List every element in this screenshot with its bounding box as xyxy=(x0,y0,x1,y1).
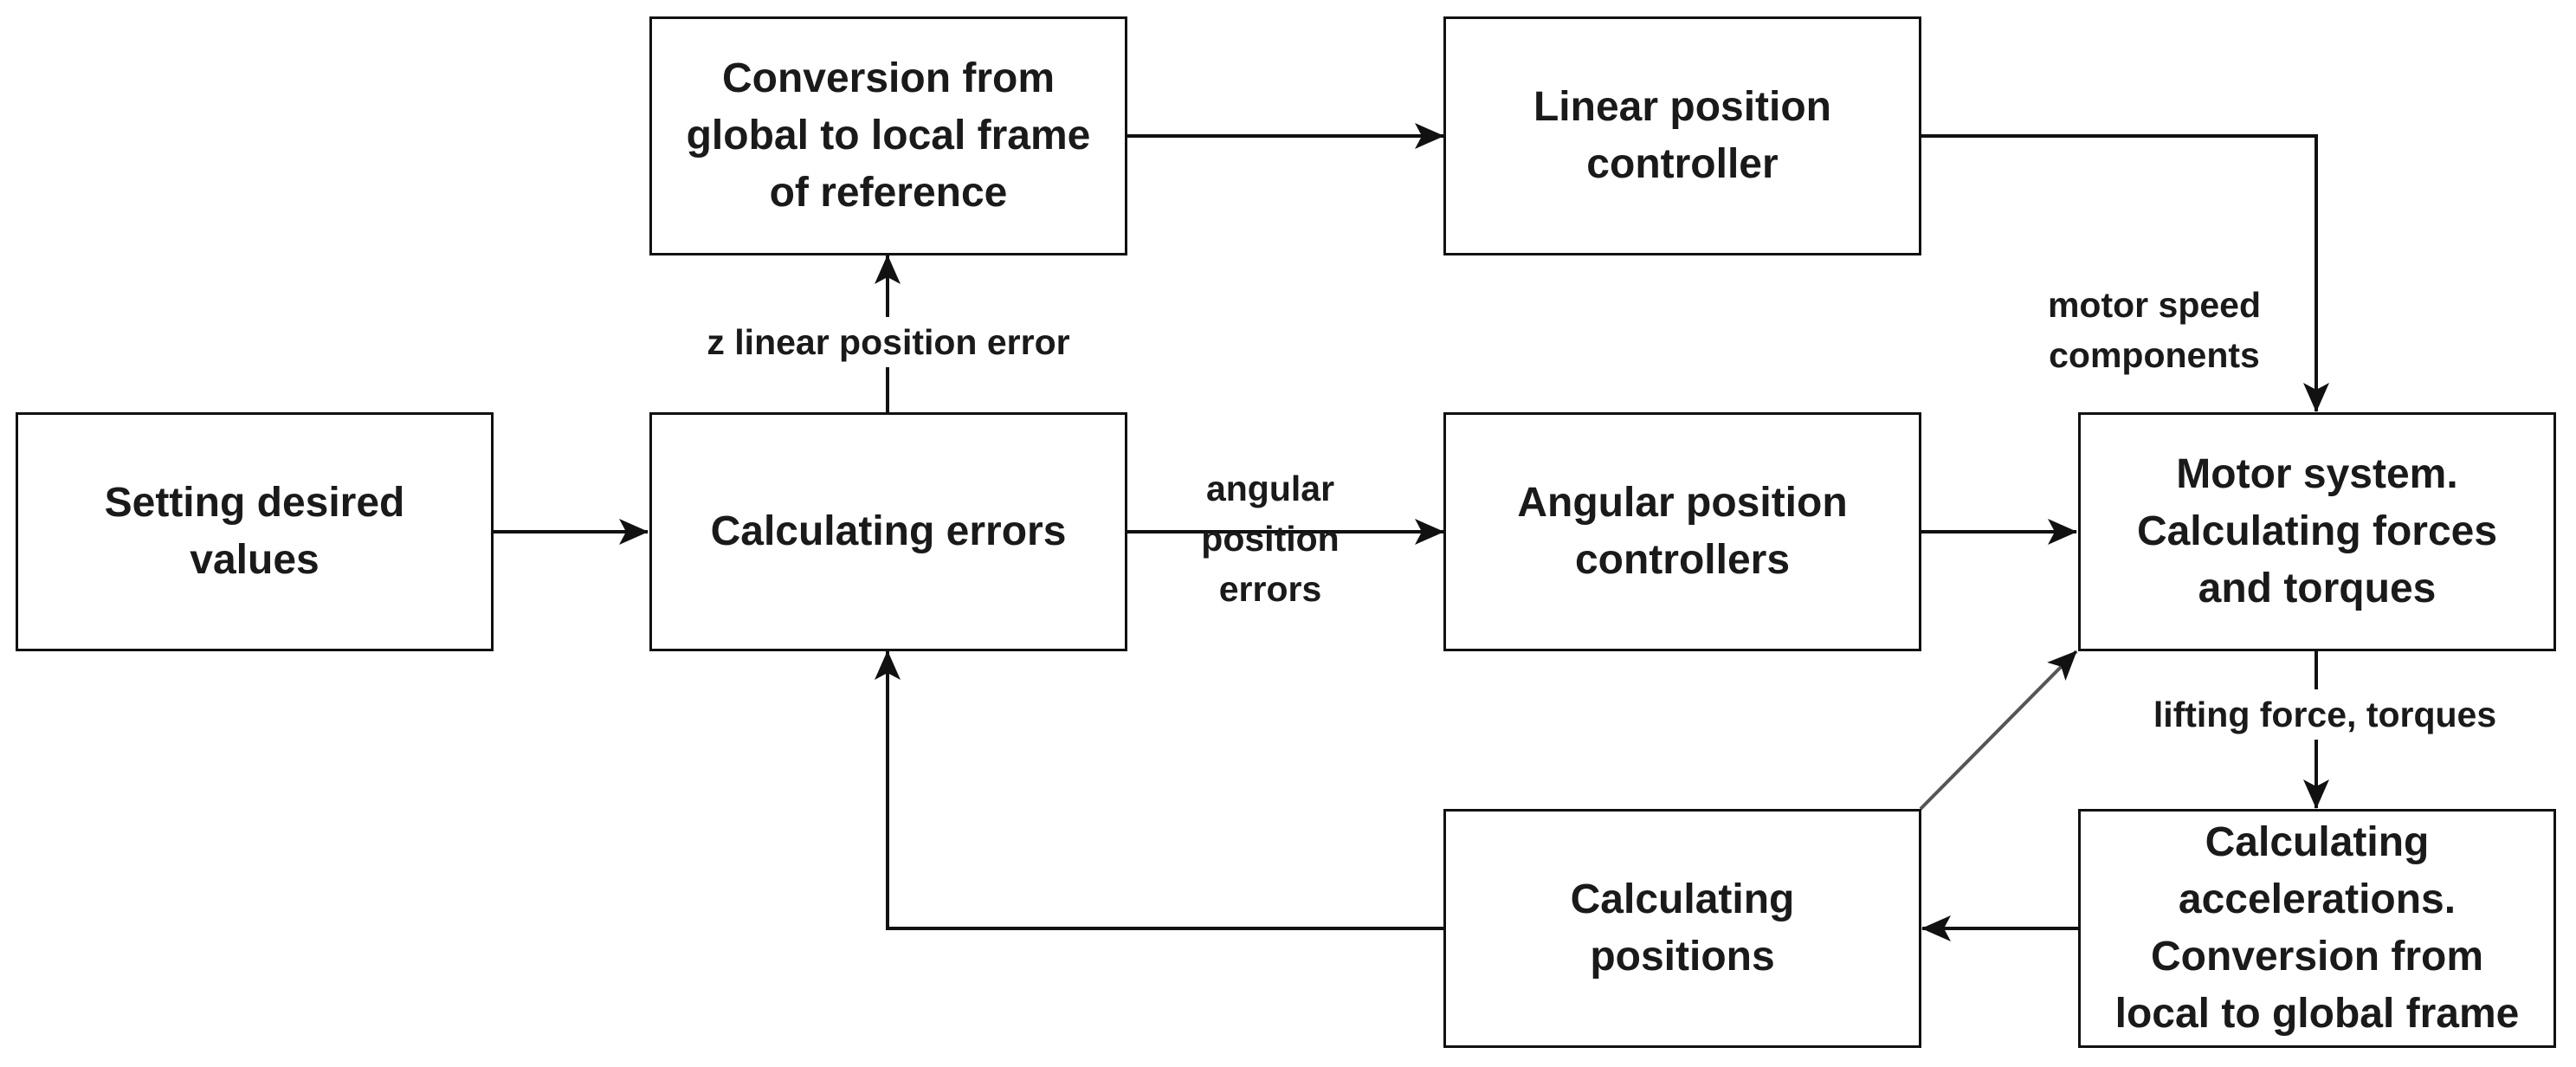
box-setting-desired-values: Setting desired values xyxy=(16,412,494,651)
arrow-positions-to-errors xyxy=(875,650,1443,930)
calculating-positions-label: Calculating positions xyxy=(1570,876,1795,980)
setting-desired-values-label: Setting desired values xyxy=(104,480,405,583)
edge-label-angular-position-errors: angular position errors xyxy=(1201,469,1340,609)
arrow-linear-to-motor xyxy=(1921,134,2329,412)
box-calculating-positions: Calculating positions xyxy=(1443,809,1921,1048)
arrow-positions-to-motor xyxy=(1919,650,2078,811)
box-motor-system: Motor system. Calculating forces and tor… xyxy=(2078,412,2556,651)
box-angular-position-controllers: Angular position controllers xyxy=(1443,412,1921,651)
box-linear-position-controller: Linear position controller xyxy=(1443,16,1921,255)
linear-position-controller-label: Linear position controller xyxy=(1533,84,1831,187)
box-conversion-global-to-local: Conversion from global to local frame of… xyxy=(649,16,1127,255)
box-calculating-errors: Calculating errors xyxy=(649,412,1127,651)
calculating-accelerations-label: Calculating accelerations. Conversion fr… xyxy=(2114,819,2520,1037)
calculating-errors-label: Calculating errors xyxy=(710,508,1067,554)
motor-system-label: Motor system. Calculating forces and tor… xyxy=(2136,451,2498,611)
edge-label-z-linear-position-error: z linear position error xyxy=(658,317,1119,367)
box-calculating-accelerations: Calculating accelerations. Conversion fr… xyxy=(2078,809,2556,1048)
edge-label-motor-speed-components: motor speed components xyxy=(2007,280,2302,380)
edge-label-lifting-force-torques: lifting force, torques xyxy=(2108,689,2541,740)
angular-position-controllers-label: Angular position controllers xyxy=(1517,480,1848,583)
conversion-global-to-local-label: Conversion from global to local frame of… xyxy=(686,55,1091,216)
